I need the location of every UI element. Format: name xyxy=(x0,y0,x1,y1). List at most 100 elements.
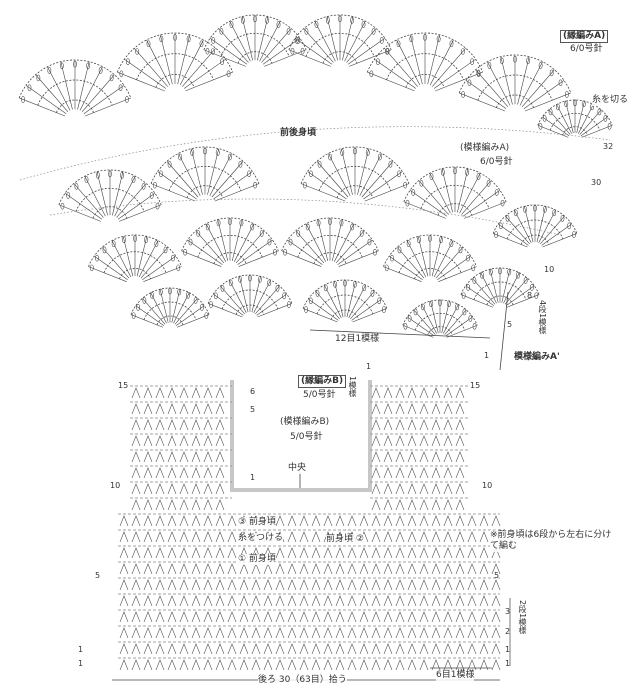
fan-stitch-loop xyxy=(476,173,481,180)
fan-stitch xyxy=(441,168,453,213)
stitch-v xyxy=(119,595,129,607)
stitch-v xyxy=(311,563,321,575)
stitch-v xyxy=(287,515,297,527)
stitch-v xyxy=(491,659,501,671)
fan-arc xyxy=(496,94,534,108)
fan-stitch xyxy=(437,255,471,281)
stitch-v xyxy=(359,611,369,623)
fan-motif xyxy=(116,32,234,92)
border-a-label: (縁編みA) xyxy=(560,30,609,43)
stitch-v xyxy=(407,659,417,671)
stitch-v xyxy=(227,627,237,639)
fan-stitch xyxy=(519,61,543,106)
fan-stitch xyxy=(257,16,269,61)
stitch-v xyxy=(215,531,225,543)
stitch-v xyxy=(191,627,201,639)
fan-stitch-loop xyxy=(36,74,41,82)
body-grid-chart xyxy=(112,380,511,681)
row-mark-right: 15 xyxy=(470,381,481,390)
fan-stitch-loop xyxy=(213,292,218,300)
stitch-v xyxy=(119,547,129,559)
fan-stitch-loop xyxy=(421,303,425,311)
fan-stitch-loop xyxy=(120,172,124,179)
fan-stitch-loop xyxy=(494,231,498,238)
fan-stitch xyxy=(444,309,467,335)
fan-stitch xyxy=(220,285,245,315)
fan-stitch-loop xyxy=(126,58,130,65)
stitch-v xyxy=(407,611,417,623)
fan-stitch-loop xyxy=(309,170,313,178)
stitch-v xyxy=(167,531,177,543)
stitch-v xyxy=(455,595,465,607)
fan-stitch xyxy=(542,233,577,248)
stitch-v xyxy=(191,547,201,559)
stitch-v xyxy=(275,595,285,607)
fan-stitch xyxy=(259,21,281,62)
stitch-v xyxy=(131,499,141,511)
fan-stitch-loop xyxy=(176,264,181,272)
fan-stitch-loop xyxy=(199,304,204,311)
stitch-v xyxy=(359,627,369,639)
fan-stitch xyxy=(374,58,417,89)
stitch-v xyxy=(203,643,213,655)
fan-stitch xyxy=(25,85,67,115)
fan-stitch xyxy=(406,240,427,278)
stitch-v xyxy=(179,531,189,543)
stitch-v xyxy=(455,611,465,623)
fan-stitch-loop xyxy=(361,21,366,28)
stitch-v xyxy=(179,547,189,559)
stitch-v xyxy=(167,563,177,575)
stitch-v xyxy=(431,483,441,495)
fan-stitch-loop xyxy=(186,292,190,299)
stitch-v xyxy=(323,659,333,671)
fan-motif xyxy=(300,146,410,202)
stitch-v xyxy=(287,627,297,639)
fan-stitch xyxy=(340,148,353,195)
stitch-v xyxy=(215,627,225,639)
stitch-v xyxy=(311,659,321,671)
fan-stitch-loop xyxy=(119,70,124,78)
stitch-v xyxy=(143,483,153,495)
fan-stitch-loop xyxy=(215,149,220,156)
stitch-v xyxy=(167,579,177,591)
fan-stitch-loop xyxy=(239,219,244,227)
fan-stitch-loop xyxy=(229,21,234,28)
stitch-v xyxy=(215,483,225,495)
fan-stitch xyxy=(460,294,494,308)
stitch-v xyxy=(155,595,165,607)
pattern-a-needle: 6/0号針 xyxy=(480,157,513,168)
stitch-v xyxy=(323,611,333,623)
fan-stitch xyxy=(523,80,565,110)
fan-stitch xyxy=(505,285,535,306)
row-mark-neck: 5 xyxy=(250,405,256,414)
fan-stitch xyxy=(348,284,366,318)
stitch-v xyxy=(443,419,453,431)
stitch-v xyxy=(395,451,405,463)
stitch-v xyxy=(383,579,393,591)
fan-arc xyxy=(414,267,446,280)
stitch-v xyxy=(311,531,321,543)
fan-stitch-loop xyxy=(429,173,434,180)
fan-motif xyxy=(403,166,507,219)
fan-motif xyxy=(366,32,484,92)
fan-motif xyxy=(88,234,182,282)
stitch-v xyxy=(455,483,465,495)
fan-stitch xyxy=(430,301,439,334)
stitch-v xyxy=(179,595,189,607)
fan-arc xyxy=(403,166,507,202)
fan-stitch-loop xyxy=(47,67,52,74)
fan-stitch xyxy=(117,71,165,92)
stitch-v xyxy=(443,579,453,591)
stitch-v xyxy=(227,579,237,591)
fan-stitch xyxy=(506,294,540,308)
fan-stitch xyxy=(213,171,253,200)
stitch-v xyxy=(383,563,393,575)
stitch-v xyxy=(131,387,141,399)
stitch-v xyxy=(371,435,381,447)
stitch-v xyxy=(431,435,441,447)
stitch-v xyxy=(155,547,165,559)
stitch-v xyxy=(383,387,393,399)
stitch-v xyxy=(371,627,381,639)
stitch-v xyxy=(419,547,429,559)
pattern-a-label: (模様編みA) xyxy=(460,143,510,154)
